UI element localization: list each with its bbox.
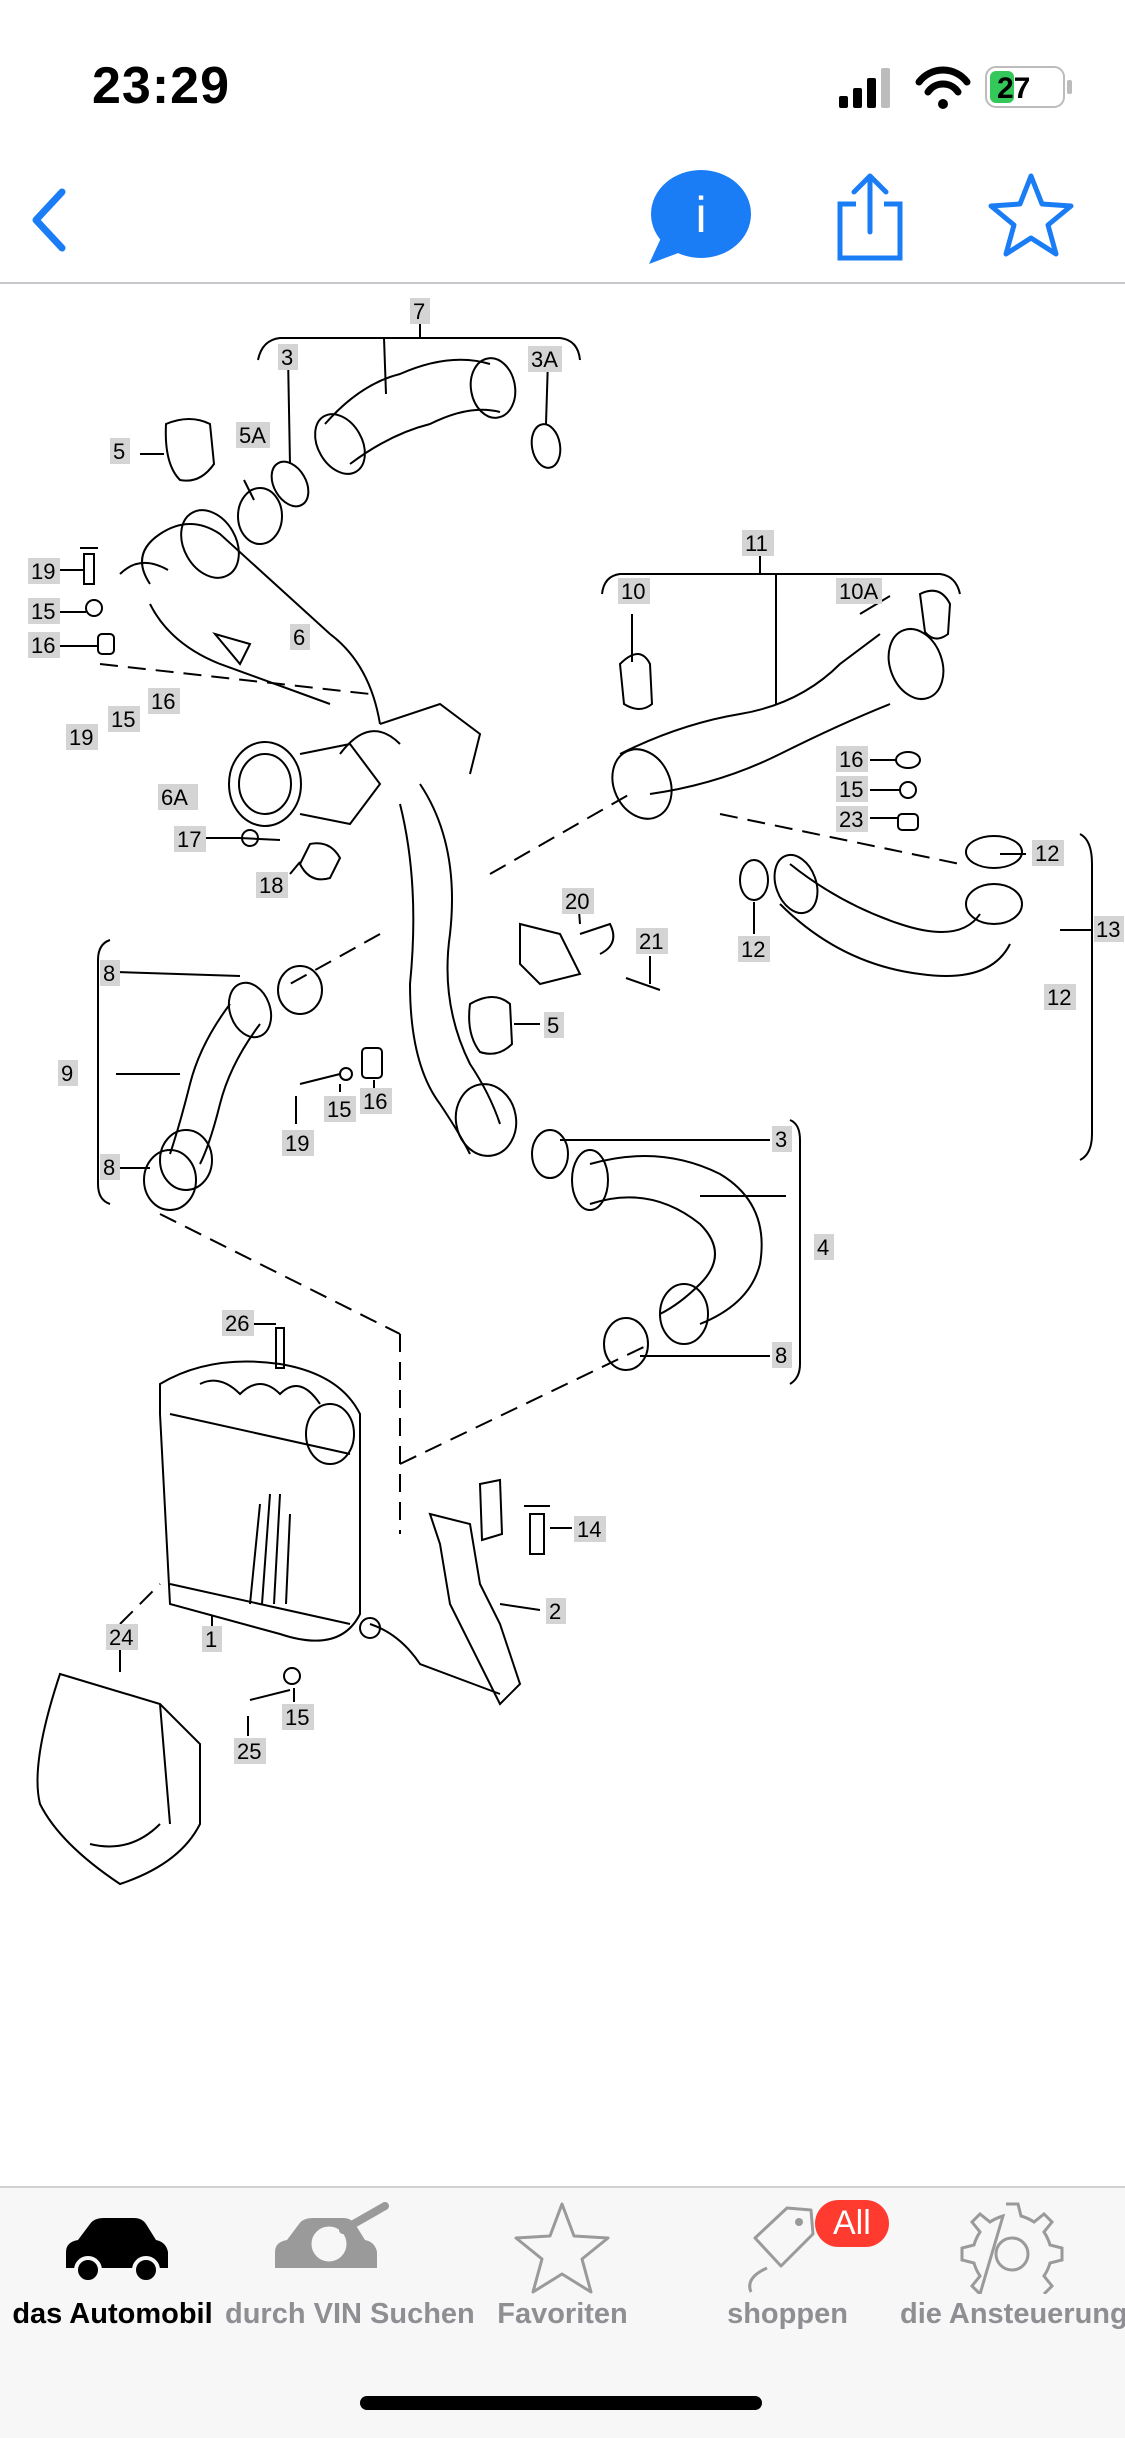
intercooler-hose-diagram: 7 3 3A 5 5A 19 15 16 6 11 10 10A 16 15 2… (28, 298, 1124, 1886)
signal-icon (839, 68, 890, 108)
label-16: 16 (151, 689, 175, 714)
tab-durch-vin-suchen[interactable]: durch VIN Suchen (225, 2188, 475, 2338)
label-18: 18 (259, 873, 283, 898)
label-6a: 6A (161, 785, 188, 810)
label-9: 9 (61, 1061, 73, 1086)
label-15: 15 (839, 777, 863, 802)
back-button[interactable] (20, 180, 80, 260)
label-13: 13 (1096, 917, 1120, 942)
label-5a: 5A (239, 423, 266, 448)
star-outline-icon (514, 2202, 610, 2294)
label-17: 17 (177, 827, 201, 852)
tab-label: shoppen (727, 2298, 848, 2330)
label-8: 8 (775, 1343, 787, 1368)
label-5: 5 (113, 439, 125, 464)
navigation-bar: i (0, 150, 1125, 284)
shopping-tag-icon (748, 2206, 815, 2293)
label-19: 19 (31, 559, 55, 584)
label-16: 16 (839, 747, 863, 772)
tab-label: das Automobil (12, 2298, 213, 2330)
status-icons: 27 (839, 66, 1072, 109)
parts-diagram[interactable]: 7 3 3A 5 5A 19 15 16 6 11 10 10A 16 15 2… (0, 284, 1125, 2184)
label-23: 23 (839, 807, 863, 832)
chevron-left-icon (32, 188, 66, 252)
label-10a: 10A (839, 579, 878, 604)
label-1: 1 (205, 1627, 217, 1652)
wifi-icon (915, 66, 971, 109)
label-15: 15 (31, 599, 55, 624)
label-4: 4 (817, 1235, 829, 1260)
label-2: 2 (549, 1599, 561, 1624)
label-8: 8 (103, 961, 115, 986)
home-indicator[interactable] (360, 2396, 762, 2410)
tab-das-automobil[interactable]: das Automobil (0, 2188, 225, 2338)
part-labels: 7 3 3A 5 5A 19 15 16 6 11 10 10A 16 15 2… (28, 298, 1124, 1764)
status-time: 23:29 (92, 57, 230, 115)
label-15: 15 (111, 707, 135, 732)
battery-level: 27 (997, 72, 1030, 105)
star-icon (988, 173, 1074, 257)
label-21: 21 (639, 929, 663, 954)
diagram-drawing (36, 308, 1093, 1886)
label-19: 19 (69, 725, 93, 750)
tab-label: durch VIN Suchen (225, 2298, 475, 2330)
label-3: 3 (775, 1127, 787, 1152)
label-12: 12 (741, 937, 765, 962)
info-button[interactable]: i (645, 168, 755, 268)
label-15: 15 (285, 1705, 309, 1730)
label-3: 3 (281, 345, 293, 370)
label-19: 19 (285, 1131, 309, 1156)
label-6: 6 (293, 625, 305, 650)
tab-favoriten[interactable]: Favoriten (450, 2188, 675, 2338)
label-10: 10 (621, 579, 645, 604)
info-label: i (695, 187, 706, 243)
label-16: 16 (31, 633, 55, 658)
share-icon (837, 173, 903, 261)
label-16: 16 (363, 1089, 387, 1114)
label-20: 20 (565, 889, 589, 914)
label-7: 7 (413, 299, 425, 324)
tab-shoppen[interactable]: All shoppen (675, 2188, 900, 2338)
car-icon (66, 2218, 168, 2284)
label-8: 8 (103, 1155, 115, 1180)
shop-badge: All (815, 2200, 889, 2247)
tab-label: Favoriten (497, 2298, 628, 2330)
favorite-button[interactable] (985, 170, 1077, 262)
label-15: 15 (327, 1097, 351, 1122)
label-26: 26 (225, 1311, 249, 1336)
label-5: 5 (547, 1013, 559, 1038)
gear-icon (960, 2202, 1064, 2294)
car-search-icon (275, 2202, 389, 2268)
label-14: 14 (577, 1517, 601, 1542)
label-12: 12 (1047, 985, 1071, 1010)
battery-icon: 27 (985, 66, 1072, 108)
label-3a: 3A (531, 347, 558, 372)
label-24: 24 (109, 1625, 133, 1650)
share-button[interactable] (830, 172, 910, 264)
tab-label: die Ansteuerung (900, 2298, 1125, 2330)
tab-die-ansteuerung[interactable]: die Ansteuerung (900, 2188, 1125, 2338)
info-bubble-icon: i (649, 170, 751, 264)
label-11: 11 (745, 531, 768, 556)
label-12: 12 (1035, 841, 1059, 866)
status-bar: 23:29 27 (0, 0, 1125, 150)
label-25: 25 (237, 1739, 261, 1764)
